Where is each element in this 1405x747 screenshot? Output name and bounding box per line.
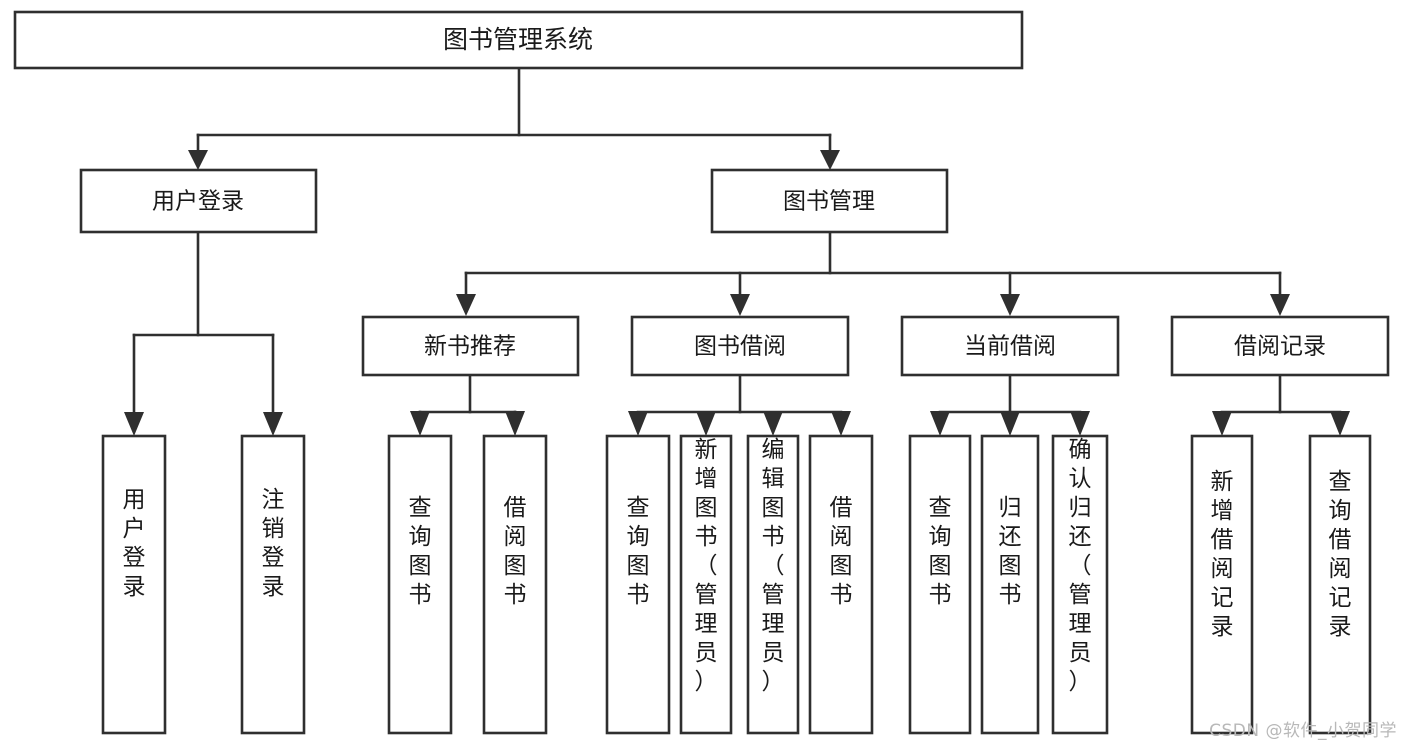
node-current-borrow-label: 当前借阅 bbox=[964, 334, 1056, 360]
leaf-node-borrow-book-recommend-box[interactable] bbox=[482, 434, 548, 735]
leaf-node-query-book-borrow-box[interactable] bbox=[605, 434, 671, 735]
node-new-book-recommend[interactable]: 新书推荐 bbox=[361, 315, 580, 377]
leaf-node-borrow-book-box[interactable] bbox=[808, 434, 874, 735]
arrow-head-new-book bbox=[456, 294, 476, 316]
leaf-node-return-book-box[interactable] bbox=[980, 434, 1040, 735]
leaf-node-query-book-recommend-label: 查询图书 bbox=[409, 495, 432, 608]
node-book-management-box[interactable] bbox=[710, 168, 949, 234]
leaf-node-edit-book-admin-label: 编辑图书（管理员） bbox=[762, 437, 785, 695]
leaf-node-borrow-book[interactable]: 借阅图书 bbox=[808, 434, 874, 735]
leaf-node-add-book-admin[interactable]: 新增图书（管理员） bbox=[679, 434, 733, 735]
leaf-node-query-book-current[interactable]: 查询图书 bbox=[908, 434, 972, 735]
leaf-node-return-book-label: 归还图书 bbox=[999, 495, 1022, 608]
arrow-head-bookborrow-leaf-3 bbox=[763, 411, 783, 436]
arrow-head-user-login bbox=[188, 150, 208, 170]
node-new-book-recommend-box[interactable] bbox=[361, 315, 580, 377]
leaf-node-user-login[interactable]: 用户登录 bbox=[101, 434, 167, 735]
node-root[interactable]: 图书管理系统 bbox=[13, 10, 1024, 70]
arrow-head-newbook-leaf-1 bbox=[410, 411, 430, 436]
leaf-node-confirm-return-admin-box[interactable] bbox=[1051, 434, 1109, 735]
node-borrow-record-box[interactable] bbox=[1170, 315, 1390, 377]
arrow-head-bookborrow-leaf-1 bbox=[628, 411, 648, 436]
node-new-book-recommend-label: 新书推荐 bbox=[424, 334, 516, 360]
leaf-node-confirm-return-admin[interactable]: 确认归还（管理员） bbox=[1051, 434, 1109, 735]
leaf-node-borrow-book-recommend-label: 借阅图书 bbox=[504, 495, 527, 608]
arrow-head-borrowrecord-leaf-2 bbox=[1330, 411, 1350, 436]
arrow-head-current-borrow bbox=[1000, 294, 1020, 316]
arrow-head-bookborrow-leaf-2 bbox=[696, 411, 716, 436]
node-user-login[interactable]: 用户登录 bbox=[79, 168, 318, 234]
arrow-head-book-mgmt bbox=[820, 150, 840, 170]
node-book-borrow[interactable]: 图书借阅 bbox=[630, 315, 850, 377]
leaf-node-add-borrow-record-box[interactable] bbox=[1190, 434, 1254, 735]
arrow-head-newbook-leaf-2 bbox=[505, 411, 525, 436]
leaf-node-query-book-current-label: 查询图书 bbox=[929, 495, 952, 608]
node-current-borrow-box[interactable] bbox=[900, 315, 1120, 377]
leaf-node-add-book-admin-label: 新增图书（管理员） bbox=[695, 437, 718, 695]
leaf-node-add-borrow-record-label: 新增借阅记录 bbox=[1211, 469, 1234, 640]
node-borrow-record[interactable]: 借阅记录 bbox=[1170, 315, 1390, 377]
leaf-node-add-borrow-record[interactable]: 新增借阅记录 bbox=[1190, 434, 1254, 735]
leaf-node-user-login-box[interactable] bbox=[101, 434, 167, 735]
arrow-head-borrowrecord-leaf-1 bbox=[1212, 411, 1232, 436]
leaf-node-logout-box[interactable] bbox=[240, 434, 306, 735]
node-borrow-record-label: 借阅记录 bbox=[1234, 334, 1326, 360]
leaf-node-logout[interactable]: 注销登录 bbox=[240, 434, 306, 735]
leaf-node-edit-book-admin[interactable]: 编辑图书（管理员） bbox=[746, 434, 800, 735]
arrow-head-currentborrow-leaf-3 bbox=[1070, 411, 1090, 436]
arrow-head-bookborrow-leaf-4 bbox=[831, 411, 851, 436]
arrow-head-leaf-logout bbox=[263, 412, 283, 436]
leaf-node-query-book-borrow-label: 查询图书 bbox=[627, 495, 650, 608]
leaf-node-query-book-borrow[interactable]: 查询图书 bbox=[605, 434, 671, 735]
leaf-node-query-book-current-box[interactable] bbox=[908, 434, 972, 735]
leaf-node-return-book[interactable]: 归还图书 bbox=[980, 434, 1040, 735]
node-book-borrow-box[interactable] bbox=[630, 315, 850, 377]
node-root-box[interactable] bbox=[13, 10, 1024, 70]
leaf-node-user-login-label: 用户登录 bbox=[123, 487, 146, 600]
leaf-node-borrow-book-recommend[interactable]: 借阅图书 bbox=[482, 434, 548, 735]
node-book-management-label: 图书管理 bbox=[783, 189, 875, 215]
node-book-borrow-label: 图书借阅 bbox=[694, 334, 786, 360]
leaf-node-edit-book-admin-box[interactable] bbox=[746, 434, 800, 735]
arrow-head-borrow-record bbox=[1270, 294, 1290, 316]
leaf-node-add-book-admin-box[interactable] bbox=[679, 434, 733, 735]
arrow-head-book-borrow bbox=[730, 294, 750, 316]
node-book-management[interactable]: 图书管理 bbox=[710, 168, 949, 234]
leaf-node-logout-label: 注销登录 bbox=[262, 487, 285, 600]
leaf-node-query-book-recommend-box[interactable] bbox=[387, 434, 453, 735]
connector-layer bbox=[124, 66, 1350, 436]
node-user-login-box[interactable] bbox=[79, 168, 318, 234]
leaf-node-query-borrow-record[interactable]: 查询借阅记录 bbox=[1308, 434, 1372, 735]
leaf-node-query-borrow-record-box[interactable] bbox=[1308, 434, 1372, 735]
leaf-node-query-borrow-record-label: 查询借阅记录 bbox=[1329, 469, 1352, 640]
node-root-label: 图书管理系统 bbox=[443, 25, 593, 54]
arrow-head-currentborrow-leaf-1 bbox=[930, 411, 950, 436]
arrow-head-leaf-user-login bbox=[124, 412, 144, 436]
csdn-watermark: CSDN @软件_小贺同学 bbox=[1209, 721, 1397, 741]
node-user-login-label: 用户登录 bbox=[152, 189, 244, 215]
leaf-node-confirm-return-admin-label: 确认归还（管理员） bbox=[1069, 437, 1092, 695]
node-current-borrow[interactable]: 当前借阅 bbox=[900, 315, 1120, 377]
leaf-node-borrow-book-label: 借阅图书 bbox=[830, 495, 853, 608]
leaf-node-query-book-recommend[interactable]: 查询图书 bbox=[387, 434, 453, 735]
arrow-head-currentborrow-leaf-2 bbox=[1000, 411, 1020, 436]
